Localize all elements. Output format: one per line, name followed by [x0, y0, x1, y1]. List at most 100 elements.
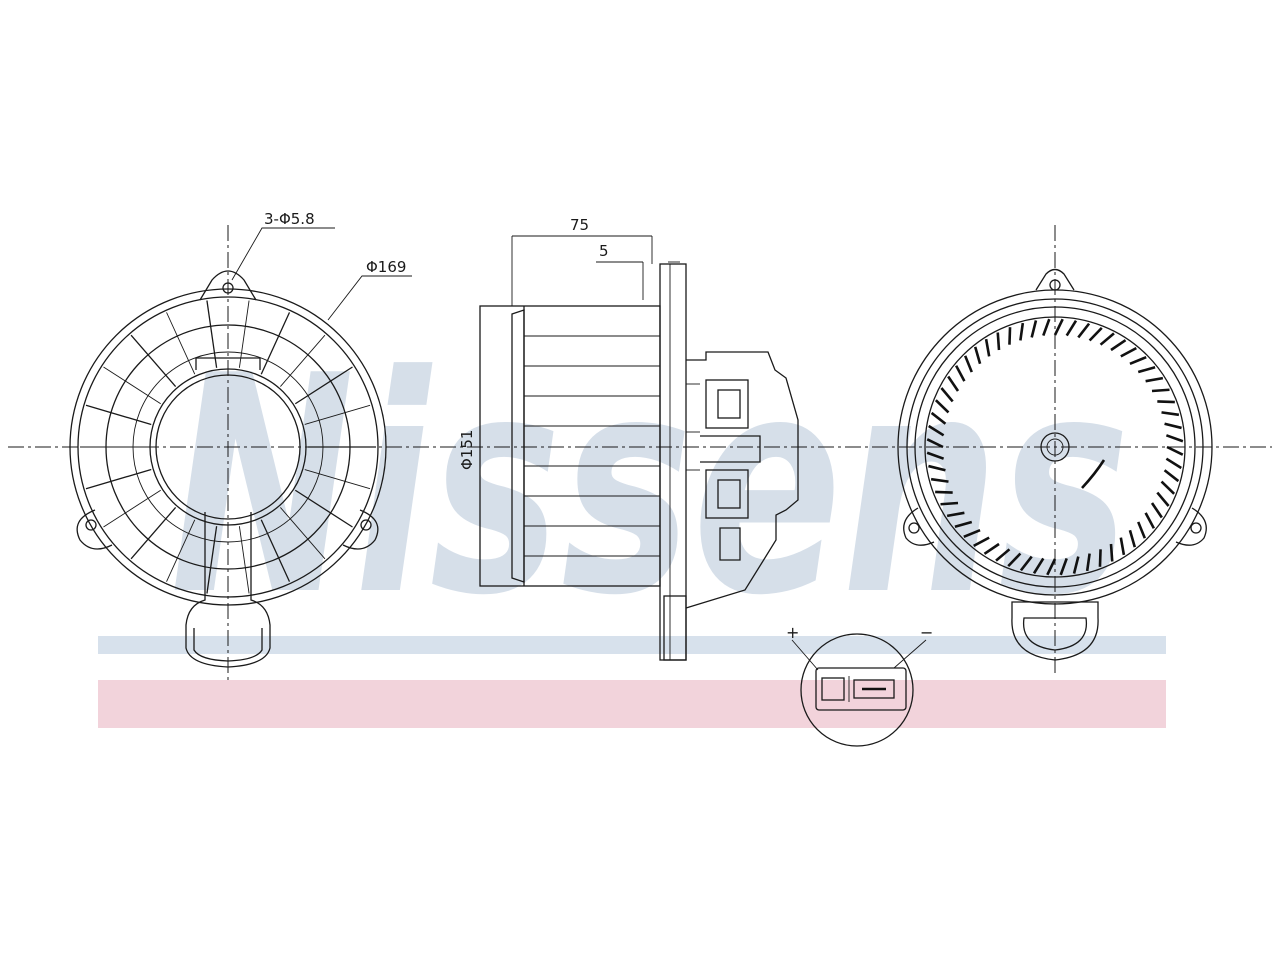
fan-blade — [1129, 355, 1147, 365]
fan-blade — [1165, 434, 1184, 443]
housing-rib — [304, 469, 371, 490]
fan-blade — [983, 542, 1000, 555]
fan-blade — [954, 365, 966, 382]
fan-blade — [973, 536, 990, 548]
fan-blade — [1161, 411, 1180, 417]
fan-blade — [1008, 327, 1012, 345]
fan-blade — [1109, 543, 1114, 562]
fan-blade — [1019, 555, 1033, 572]
fan-blade — [930, 477, 949, 483]
housing-rib — [294, 489, 353, 528]
housing-rib — [85, 404, 152, 426]
fan-blade — [1150, 502, 1163, 519]
connector-detail: + − — [786, 623, 933, 747]
fan-blade — [973, 346, 982, 365]
housing-rib — [206, 526, 218, 594]
fan-blade — [1053, 318, 1064, 336]
fan-blade — [1085, 553, 1091, 572]
hole-callout: 3-Φ5.8 — [264, 210, 315, 228]
housing-ribs — [80, 300, 376, 594]
fan-blade — [1077, 322, 1091, 339]
fan-blade — [954, 520, 973, 529]
housing-rib — [130, 507, 177, 560]
housing-rib — [304, 404, 371, 425]
fan-blade — [1164, 422, 1182, 430]
fan-blade — [946, 511, 965, 518]
fan-blade — [1160, 480, 1176, 495]
diameter-callout: Φ169 — [366, 258, 406, 276]
housing-rib — [103, 366, 161, 405]
fan-blade — [1137, 521, 1147, 539]
fan-blade — [934, 399, 950, 414]
side-view: 75 5 Φ151 — [458, 216, 799, 661]
housing-rib — [280, 334, 326, 387]
housing-rib — [238, 526, 250, 594]
mount-hole-top — [222, 282, 234, 294]
fan-blade — [928, 424, 945, 437]
fan-blade — [1099, 332, 1115, 346]
fan-blade — [935, 490, 953, 494]
housing-rib — [280, 507, 326, 560]
height-dim-label: Φ151 — [458, 430, 476, 470]
fan-blades — [926, 318, 1184, 576]
fan-blade — [1019, 322, 1025, 341]
fan-blade — [940, 501, 959, 506]
fan-blade — [995, 548, 1011, 562]
fan-blade — [1120, 346, 1137, 358]
fan-blade — [1098, 549, 1102, 567]
fan-blade — [1046, 558, 1057, 576]
fan-blade — [1065, 320, 1078, 337]
fan-blade — [1072, 556, 1080, 574]
mount-hole-right — [360, 519, 372, 531]
rear-view — [897, 268, 1213, 661]
fan-blade — [1042, 318, 1051, 337]
fan-blade — [1032, 557, 1045, 574]
fan-blade — [1145, 376, 1164, 383]
center-lines — [8, 225, 1272, 680]
fan-blade — [1157, 400, 1175, 404]
fan-blade — [984, 338, 991, 357]
housing-rib — [130, 334, 177, 387]
fan-blade — [1119, 537, 1126, 556]
housing-rib — [166, 519, 196, 582]
housing-rib — [260, 312, 291, 375]
connector-plus-label: + — [786, 623, 799, 642]
housing-rib — [103, 489, 161, 528]
motor-shaft-hub — [1040, 432, 1070, 462]
fan-blade — [1030, 320, 1038, 338]
fan-blade — [1166, 445, 1184, 456]
fan-blade — [928, 464, 946, 472]
fan-blade — [1059, 557, 1068, 576]
fan-blade — [1151, 388, 1170, 393]
housing-rib — [85, 468, 152, 490]
watermark-band-pink — [98, 680, 1166, 728]
fan-blade — [926, 451, 945, 460]
fan-blade — [963, 529, 981, 539]
width-dim-label: 75 — [570, 216, 589, 234]
housing-rib — [238, 300, 250, 368]
fan-blade — [930, 411, 947, 425]
housing-rib — [206, 300, 218, 368]
wheel-bands — [524, 335, 660, 557]
connector-minus-label: − — [920, 623, 933, 642]
fan-blade — [1144, 512, 1156, 529]
fan-blade — [1110, 339, 1127, 352]
housing-rib — [166, 312, 196, 375]
fan-blade — [1088, 326, 1103, 342]
housing-rib — [294, 366, 353, 405]
fan-blade — [1007, 552, 1022, 568]
mount-hole-left — [85, 519, 97, 531]
fan-blade — [1137, 365, 1156, 374]
fan-blade — [1163, 469, 1180, 483]
fan-blade — [940, 387, 954, 403]
fan-blade — [996, 332, 1001, 351]
housing-rib — [260, 519, 291, 582]
fan-blade — [1128, 529, 1137, 548]
offset-dim-label: 5 — [599, 242, 609, 260]
fan-blade — [947, 375, 960, 392]
fan-blade — [963, 355, 973, 373]
fan-blade — [1156, 491, 1170, 507]
watermark-band-blue — [98, 636, 1166, 654]
front-view: 3-Φ5.8 Φ169 — [69, 210, 412, 668]
